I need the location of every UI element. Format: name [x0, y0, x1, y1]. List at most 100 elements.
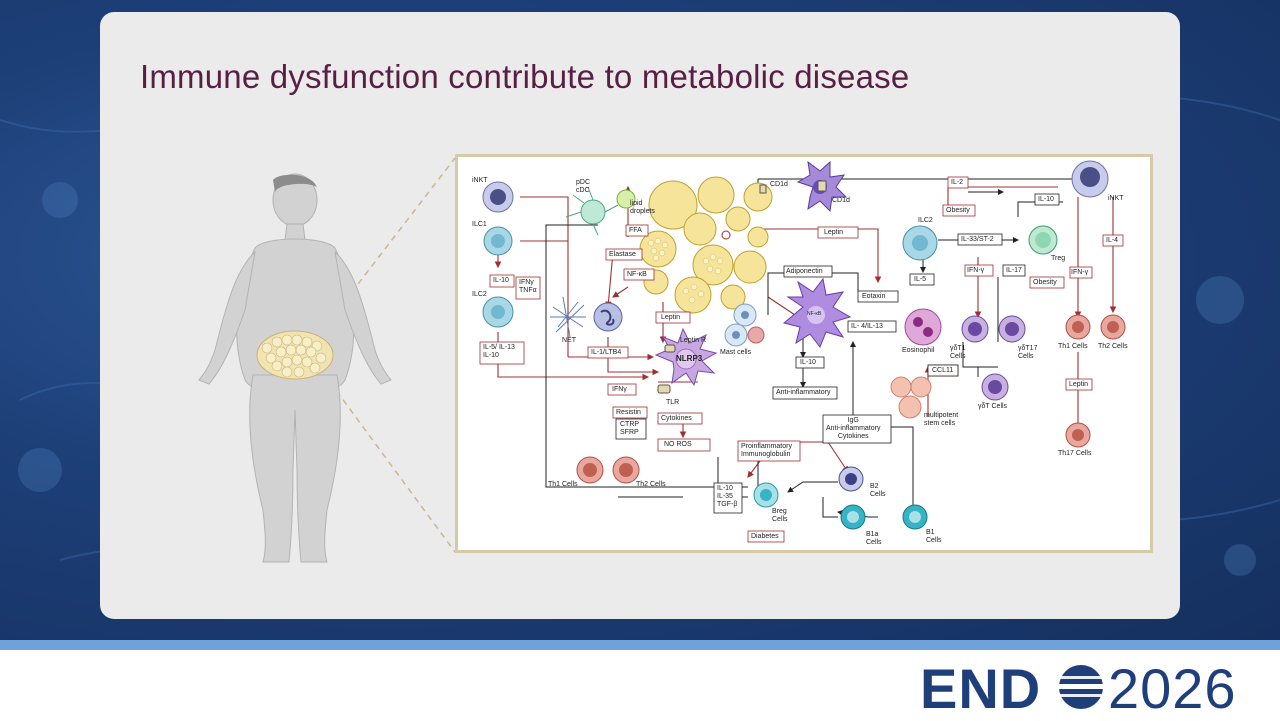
- adipocyte: [720, 284, 746, 310]
- box-text-ccl11: CCL11: [932, 367, 954, 374]
- box-text-il5-il13-il10: IL-5/ IL-13 IL-10: [483, 344, 515, 359]
- label-inkt-right: iNKT: [1108, 195, 1124, 202]
- box-text-ifny-right: IFN-γ: [967, 267, 985, 274]
- neutrophil: [593, 302, 623, 332]
- label-gd-t1: γδT1 Cells: [950, 345, 966, 360]
- box-il17: [1002, 264, 1026, 277]
- box-text-il17: IL-17: [1006, 267, 1022, 274]
- adipocyte: [692, 244, 734, 286]
- box-ifny-tnfa: [515, 276, 541, 300]
- label-gd-t17: γδT17 Cells: [1018, 345, 1038, 360]
- footer-divider: [0, 650, 1280, 654]
- box-cytokines: [657, 412, 703, 425]
- box-il4-il13: [847, 320, 897, 333]
- box-ifny-mid: [607, 383, 637, 396]
- macrophage-nlrp3: [654, 327, 718, 387]
- box-text-ifny-tnfa: IFNγ TNFα: [519, 279, 537, 294]
- inkt-cell-right: [1071, 160, 1109, 198]
- box-proinflammatory: [737, 440, 801, 462]
- ilc1-cell: [483, 226, 513, 256]
- label-b1a: B1a Cells: [866, 531, 882, 546]
- tlr-receptor: [657, 384, 671, 394]
- lipid-droplet-dc: [616, 189, 636, 209]
- label-pdc-cdc: pDC cDC: [576, 179, 591, 194]
- label-nfkb-cell: NF-κB: [807, 311, 822, 317]
- box-text-anti-inflammatory: Anti-inflammatory: [776, 389, 831, 396]
- box-text-cytokines: Cytokines: [661, 415, 692, 422]
- label-ilc2-right: ILC2: [918, 217, 933, 224]
- box-text-leptin-top: Leptin: [824, 229, 844, 236]
- box-text-obesity-right: Obesity: [1033, 279, 1057, 286]
- box-text-ifny-mid: IFNγ: [612, 386, 627, 393]
- globe-icon: [1058, 665, 1104, 709]
- label-ilc1: ILC1: [472, 221, 487, 228]
- obese-body-figure: [198, 173, 392, 563]
- label-nlrp3: NLRP3: [676, 354, 703, 363]
- box-diabetes: [747, 530, 785, 543]
- label-eosinophil: Eosinophil: [902, 347, 935, 354]
- box-obesity-right: [1029, 276, 1065, 289]
- ilc2-cell-right: [902, 225, 938, 261]
- box-il10-il35-tgfb: [713, 482, 743, 514]
- dendritic-cell: [565, 186, 619, 236]
- net-strands: [550, 296, 586, 338]
- label-cd1d-b: CD1d: [832, 197, 850, 204]
- leptin-receptor: [664, 344, 676, 353]
- b1a-cell: [840, 504, 866, 530]
- adipocyte: [747, 226, 769, 248]
- label-th1-right: Th1 Cells: [1058, 343, 1088, 350]
- box-obesity-top: [942, 204, 976, 217]
- label-tlr: TLR: [666, 399, 680, 406]
- adipocyte: [683, 212, 717, 246]
- label-ilc2-left: ILC2: [472, 291, 487, 298]
- adipocyte: [725, 206, 751, 232]
- footer-stripe: [0, 640, 1280, 650]
- box-il5-right: [909, 273, 935, 286]
- immune-diagram: iNKT ILC1 ILC2 pDC cDC lipid droplets CD…: [455, 154, 1153, 553]
- box-no-ros: [657, 438, 711, 452]
- box-text-il2: IL-2: [951, 179, 964, 186]
- ilc2-cell-left: [482, 296, 514, 328]
- box-text-nfkb: NF-κB: [627, 271, 647, 278]
- th2-cell-left: [612, 456, 640, 484]
- box-il5-il13-il10: [479, 341, 525, 365]
- box-text-leptin-mid: Leptin: [661, 314, 681, 321]
- gd-t1-cell: [961, 315, 989, 343]
- box-text-ifny-far: IFN-γ: [1071, 269, 1089, 276]
- gd-t17-cell: [998, 315, 1026, 343]
- breg-cell: [753, 482, 779, 508]
- logo-brand: END: [920, 657, 1042, 720]
- box-ifny-far: [1069, 266, 1093, 279]
- box-elastase: [605, 248, 643, 261]
- label-b2: B2 Cells: [870, 483, 886, 498]
- inkt-cell-left: [482, 181, 514, 213]
- box-anti-inflammatory: [772, 386, 838, 400]
- box-il2: [947, 176, 969, 189]
- box-text-adiponectin: Adiponectin: [786, 268, 823, 275]
- label-treg: Treg: [1051, 255, 1066, 262]
- box-ctrp-sfrp: [615, 418, 647, 440]
- box-text-eotaxin: Eotaxin: [862, 293, 886, 300]
- box-text-il1-ltb4: IL-1/LTB4: [591, 349, 622, 356]
- box-adiponectin: [783, 265, 833, 278]
- label-leptin-r: Leptin R: [680, 337, 707, 344]
- label-net: NET: [562, 337, 576, 344]
- b1-cell: [902, 504, 928, 530]
- box-leptin-mid: [655, 311, 691, 324]
- mast-cells: [724, 303, 765, 347]
- box-text-diabetes: Diabetes: [751, 533, 779, 540]
- box-il10-mid: [795, 356, 825, 369]
- box-il4: [1102, 234, 1124, 247]
- box-text-resistin: Resistin: [616, 409, 641, 416]
- multipotent-stem-cells: [890, 376, 932, 419]
- slide-title: Immune dysfunction contribute to metabol…: [140, 58, 910, 95]
- box-text-il5-right: IL-5: [914, 276, 927, 283]
- box-text-il10-il35-tgfb: IL-10 IL-35 TGF-β: [717, 485, 738, 508]
- box-text-il33-st2: IL-33/ST-2: [961, 236, 994, 243]
- box-text-proinflammatory: Proinflammatory Immunoglobulin: [741, 443, 792, 458]
- eosinophil-cell: [904, 308, 942, 346]
- box-leptin-th: [1065, 378, 1093, 391]
- label-b1: B1 Cells: [926, 529, 942, 544]
- b2-cell: [838, 466, 864, 492]
